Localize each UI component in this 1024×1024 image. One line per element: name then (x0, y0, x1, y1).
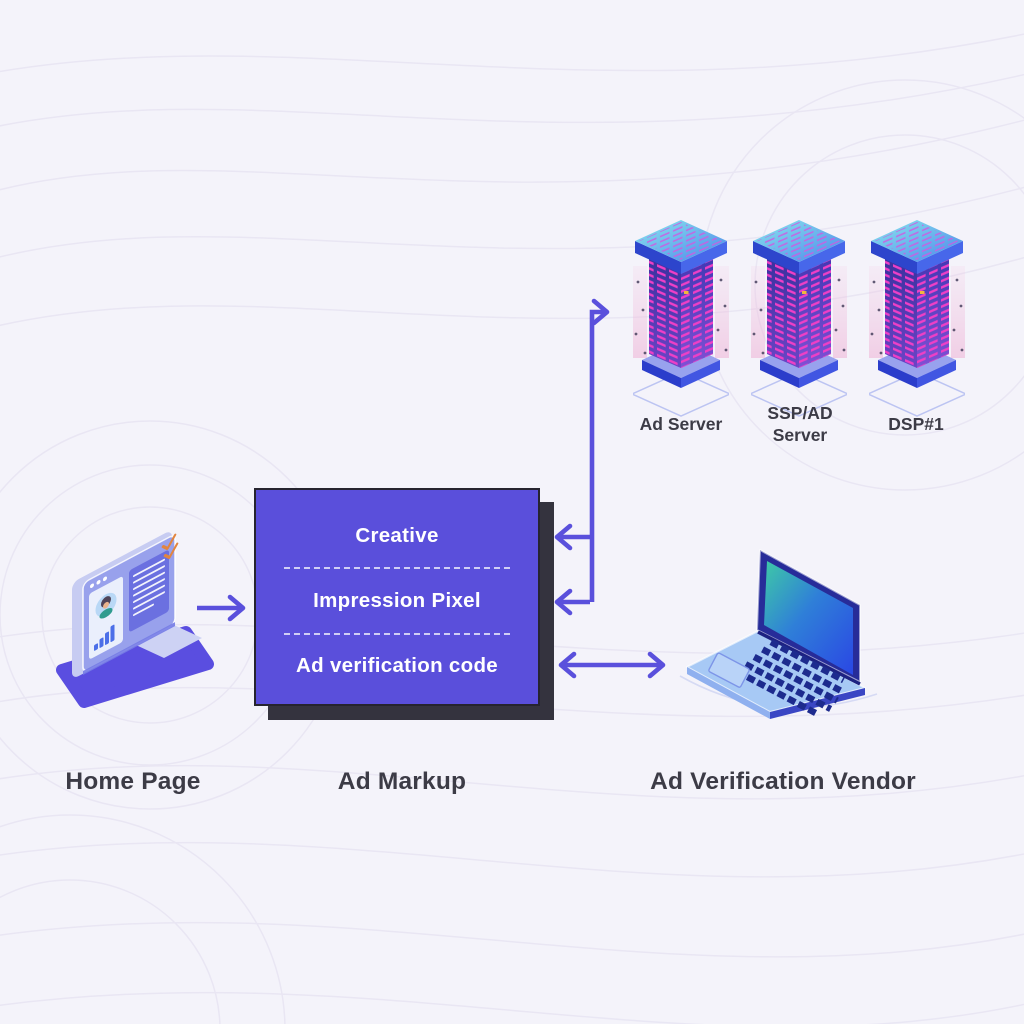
box-row-creative: Creative (355, 523, 439, 547)
trackpad (708, 652, 750, 688)
browser-window (82, 533, 179, 675)
profile-card (89, 576, 123, 659)
home-page-monitor-illustration (56, 532, 214, 708)
keyboard (708, 639, 846, 718)
mini-bar-chart (94, 624, 115, 651)
dashed-divider (284, 567, 510, 570)
text-panel (129, 533, 179, 632)
ssp-ad-server-icon (751, 220, 847, 420)
ad-markup-box: Creative Impression Pixel Ad verificatio… (254, 488, 540, 706)
dsp-label: DSP#1 (888, 414, 944, 434)
box-row-impression-pixel: Impression Pixel (313, 588, 481, 612)
ssp-ad-server-label: SSP/AD Server (767, 403, 833, 445)
ad-verification-vendor-label: Ad Verification Vendor (650, 768, 916, 795)
dashed-divider (284, 632, 510, 635)
box-row-ad-verification-code: Ad verification code (296, 654, 498, 678)
home-page-label: Home Page (65, 768, 201, 795)
ad-server-icon (633, 220, 729, 420)
ad-markup-label: Ad Markup (337, 768, 467, 795)
laptop-icon (679, 549, 878, 719)
check-marks-icon (161, 533, 179, 559)
ad-server-label: Ad Server (639, 414, 723, 434)
dsp-server-icon (869, 220, 965, 420)
